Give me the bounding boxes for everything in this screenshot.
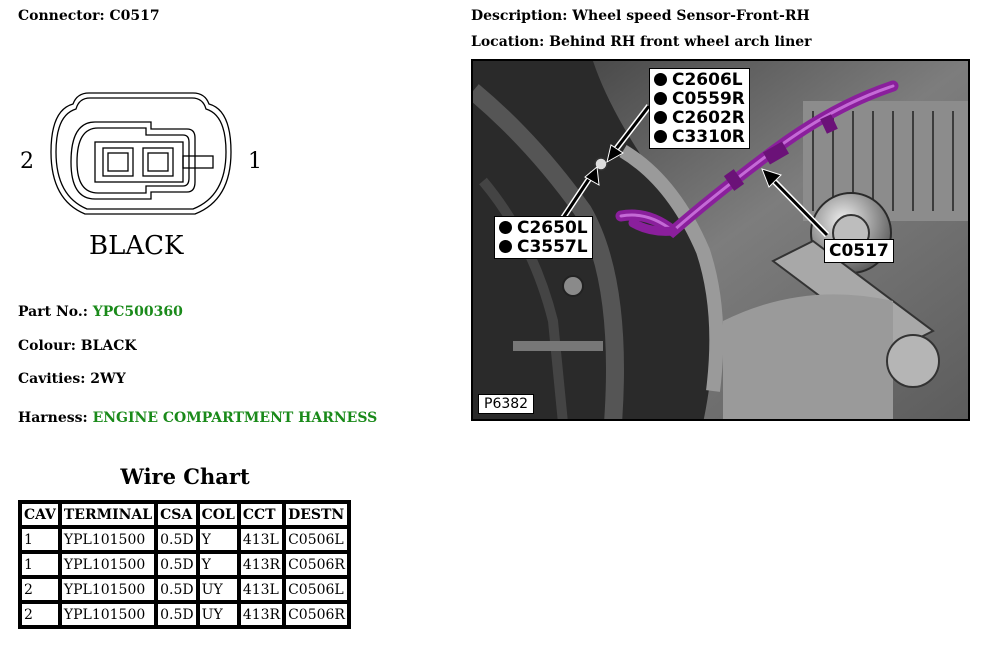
callout-row: C3310R <box>654 128 745 147</box>
cell-col: UY <box>197 577 239 602</box>
cell-cav: 2 <box>20 602 60 627</box>
cell-csa: 0.5D <box>156 527 198 552</box>
part-no-row: Part No.: YPC500360 <box>18 304 183 320</box>
cell-csa: 0.5D <box>156 552 198 577</box>
table-row: 2 YPL101500 0.5D UY 413R C0506R <box>20 602 349 627</box>
table-row: 2 YPL101500 0.5D UY 413L C0506L <box>20 577 349 602</box>
cell-destn: C0506R <box>284 602 349 627</box>
colour-row: Colour: BLACK <box>18 338 137 354</box>
harness-row: Harness: ENGINE COMPARTMENT HARNESS <box>18 410 378 426</box>
colour-value: BLACK <box>80 338 137 354</box>
bullet-icon <box>654 92 667 105</box>
connector-color-label: BLACK <box>89 231 184 261</box>
column-header-cct: CCT <box>238 502 285 527</box>
bullet-icon <box>654 130 667 143</box>
cell-csa: 0.5D <box>156 602 198 627</box>
part-no-value: YPC500360 <box>92 304 183 320</box>
table-header-row: CAV TERMINAL CSA COL CCT DESTN <box>20 502 349 527</box>
cell-cct: 413R <box>238 602 285 627</box>
callout-row: C0559R <box>654 90 745 109</box>
column-header-col: COL <box>197 502 239 527</box>
connector-label: Connector: C0517 <box>18 8 160 24</box>
connector-id: C0517 <box>109 8 160 24</box>
cell-terminal: YPL101500 <box>59 577 157 602</box>
column-header-destn: DESTN <box>284 502 349 527</box>
location-label: Location: Behind RH front wheel arch lin… <box>471 34 812 50</box>
cell-terminal: YPL101500 <box>59 602 157 627</box>
cell-destn: C0506L <box>284 527 349 552</box>
bullet-icon <box>654 111 667 124</box>
photo-reference: P6382 <box>478 394 535 414</box>
description-label: Description: Wheel speed Sensor-Front-RH <box>471 8 810 24</box>
cell-col: Y <box>197 527 239 552</box>
callout-row: C2650L <box>499 219 588 238</box>
wire-chart-table: CAV TERMINAL CSA COL CCT DESTN 1 YPL1015… <box>18 500 351 629</box>
cell-cct: 413R <box>238 552 285 577</box>
pin-1-label: 1 <box>248 149 262 174</box>
cell-cct: 413L <box>238 577 285 602</box>
callout-connectors-top: C2606L C0559R C2602R C3310R <box>649 68 750 149</box>
cavities-value: 2WY <box>90 371 126 387</box>
cell-terminal: YPL101500 <box>59 527 157 552</box>
table-row: 1 YPL101500 0.5D Y 413L C0506L <box>20 527 349 552</box>
bullet-icon <box>499 240 512 253</box>
cell-destn: C0506L <box>284 577 349 602</box>
callout-connector-main: C0517 <box>824 239 894 263</box>
callout-row: C3557L <box>499 238 588 257</box>
column-header-csa: CSA <box>156 502 198 527</box>
cell-cav: 1 <box>20 527 60 552</box>
cell-terminal: YPL101500 <box>59 552 157 577</box>
column-header-terminal: TERMINAL <box>59 502 157 527</box>
cell-csa: 0.5D <box>156 577 198 602</box>
cell-cct: 413L <box>238 527 285 552</box>
pin-2-label: 2 <box>20 149 34 174</box>
table-row: 1 YPL101500 0.5D Y 413R C0506R <box>20 552 349 577</box>
harness-value: ENGINE COMPARTMENT HARNESS <box>92 410 378 426</box>
callout-row: C2606L <box>654 71 745 90</box>
bullet-icon <box>654 73 667 86</box>
cell-col: UY <box>197 602 239 627</box>
location-value: Behind RH front wheel arch liner <box>549 34 812 50</box>
description-value: Wheel speed Sensor-Front-RH <box>572 8 810 24</box>
cell-cav: 2 <box>20 577 60 602</box>
cell-destn: C0506R <box>284 552 349 577</box>
bullet-icon <box>499 221 512 234</box>
callout-row: C2602R <box>654 109 745 128</box>
column-header-cav: CAV <box>20 502 60 527</box>
cell-cav: 1 <box>20 552 60 577</box>
connector-face-diagram: 2 1 BLACK <box>20 92 262 261</box>
location-photo: C2606L C0559R C2602R C3310R C2650L C3557… <box>471 59 970 421</box>
callout-connectors-left: C2650L C3557L <box>494 216 593 259</box>
cavities-row: Cavities: 2WY <box>18 371 126 387</box>
wire-chart-title: Wire Chart <box>120 464 250 489</box>
cell-col: Y <box>197 552 239 577</box>
